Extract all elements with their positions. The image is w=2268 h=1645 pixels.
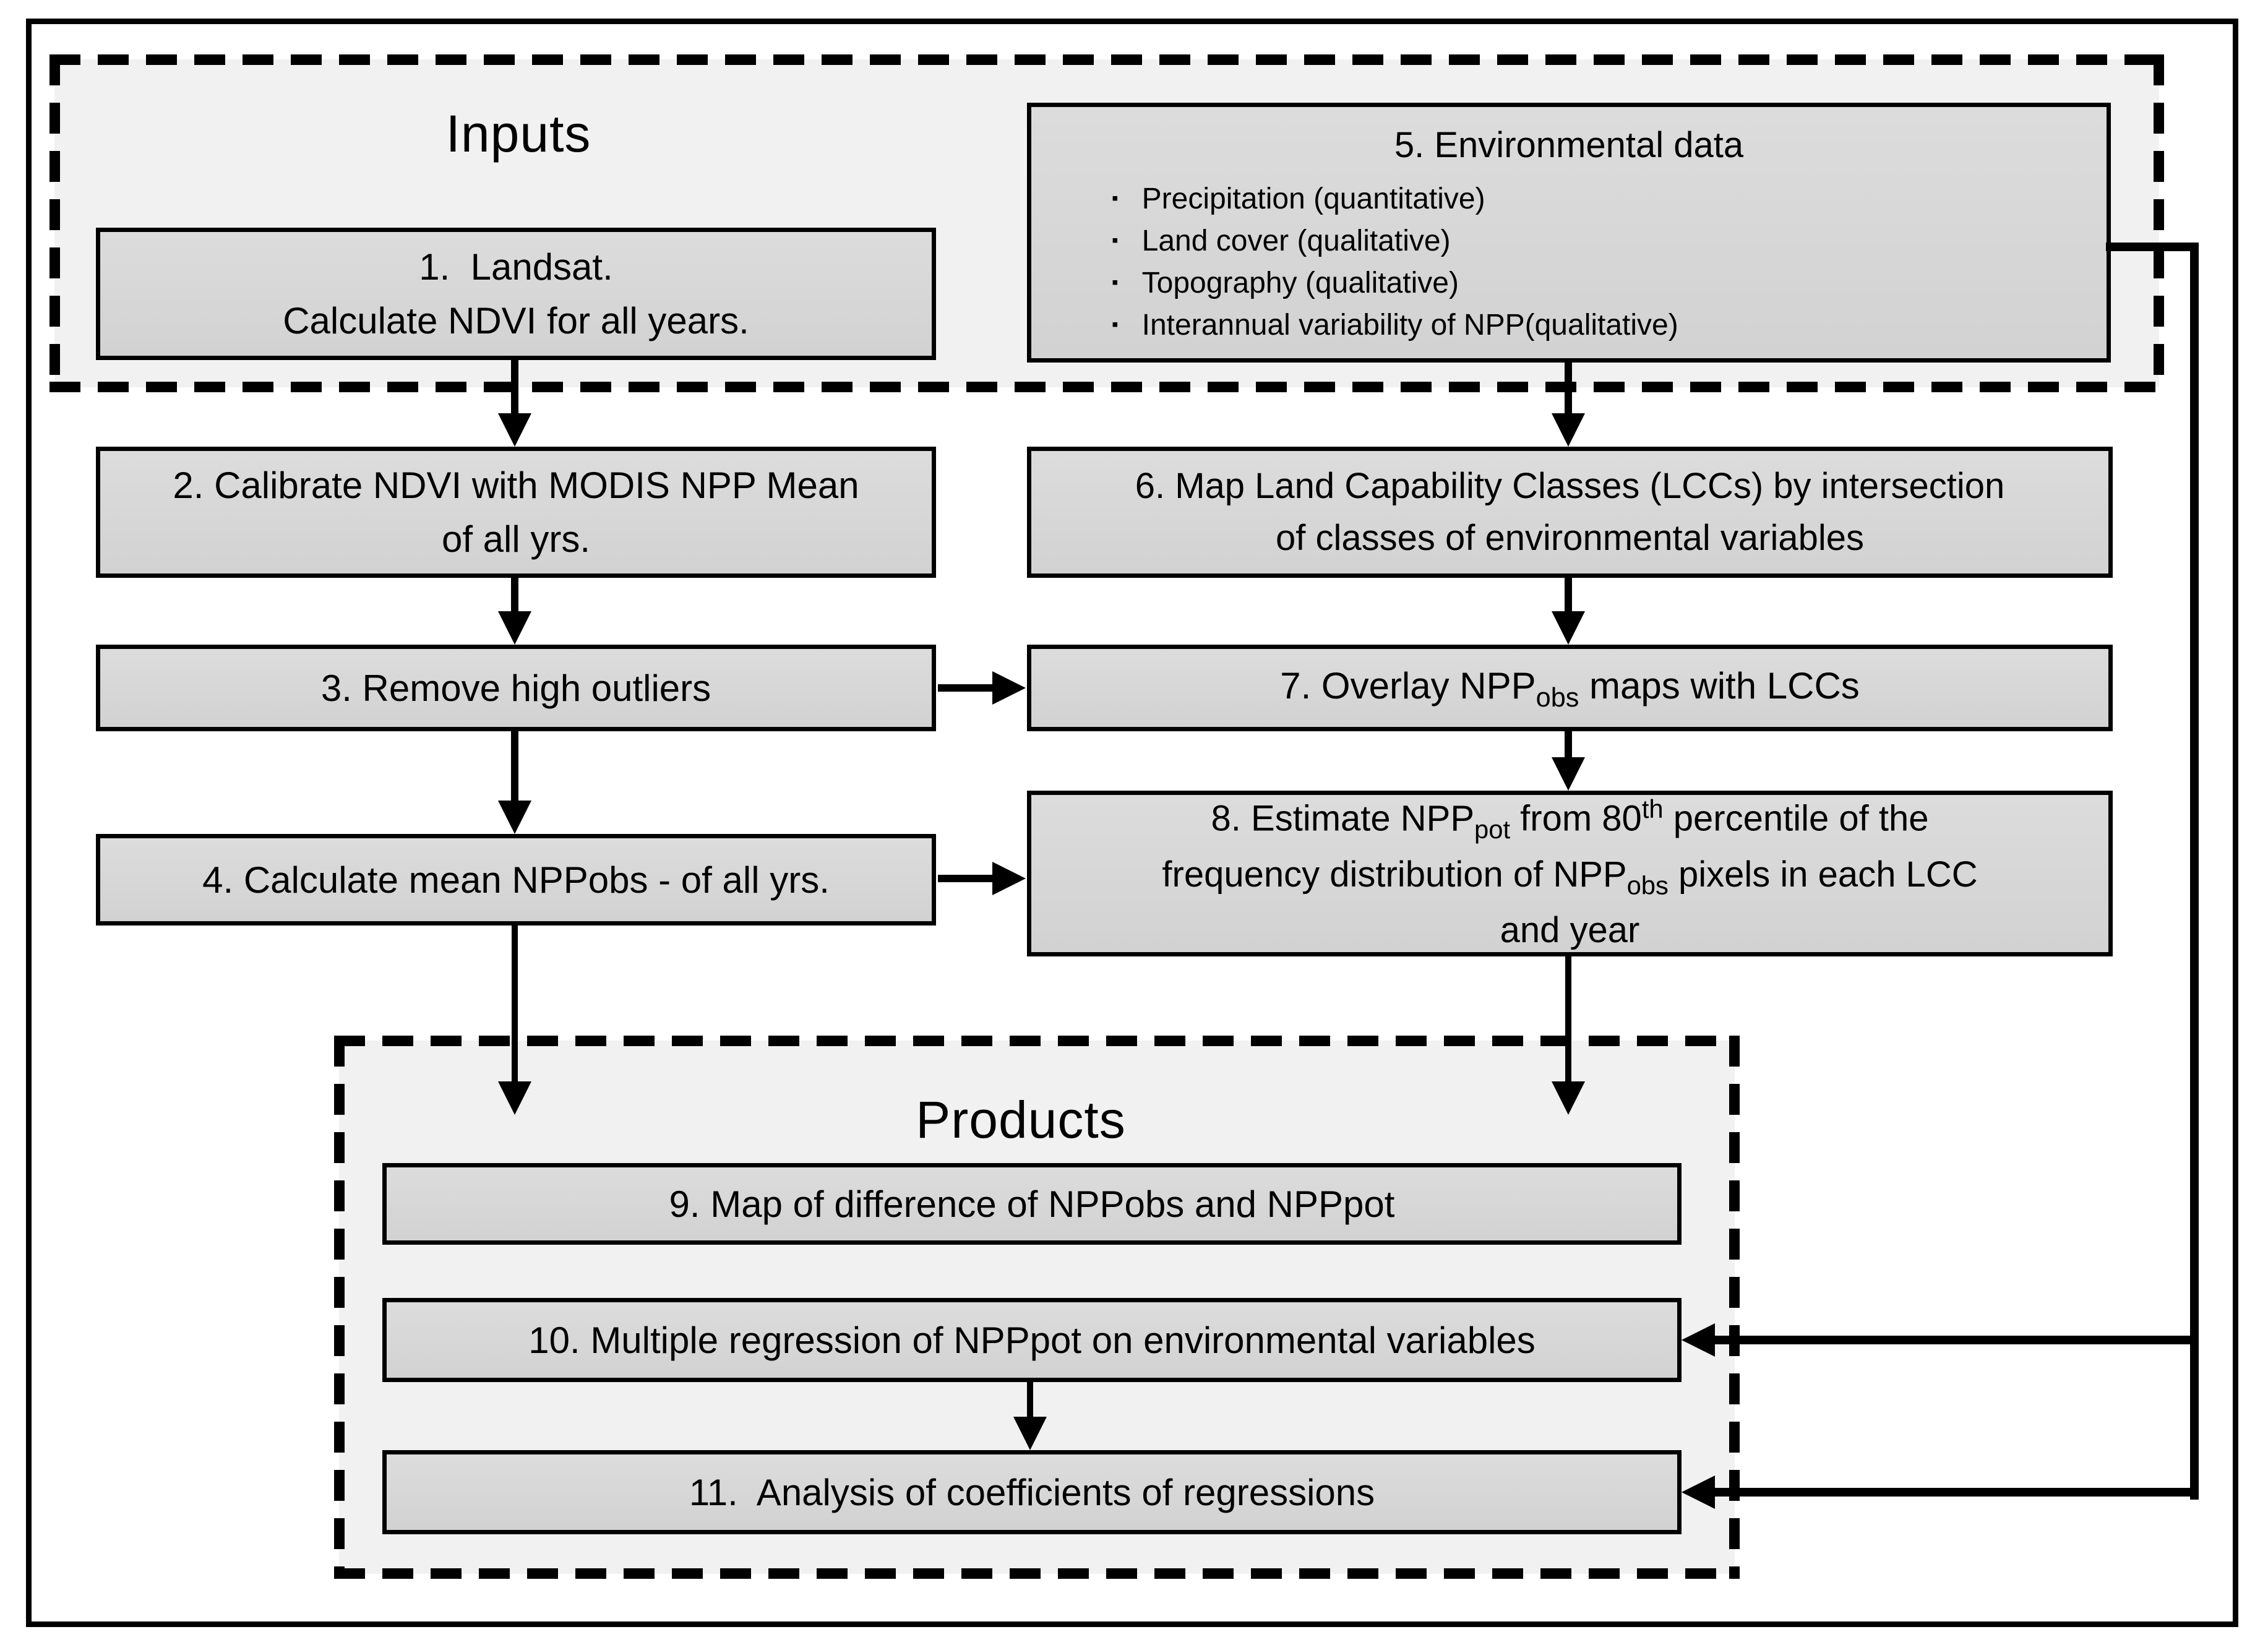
box-11-analysis-coefficients: 11. Analysis of coefficients of regressi… bbox=[382, 1450, 1682, 1534]
connector-5-horizontal bbox=[2106, 243, 2199, 251]
arrow-6-to-7 bbox=[1565, 577, 1572, 614]
arrow-4-to-8 bbox=[938, 875, 995, 882]
box-5-title: 5. Environmental data bbox=[1394, 125, 1744, 165]
square-bullet-icon: ▪ bbox=[1112, 314, 1119, 335]
inputs-panel-border-right bbox=[2154, 54, 2164, 392]
arrow-5-to-6 bbox=[1565, 361, 1572, 416]
connector-to-11 bbox=[1714, 1488, 2199, 1497]
env-data-bullet-item: ▪Precipitation (quantitative) bbox=[1112, 178, 1678, 220]
connector-to-10-head-icon bbox=[1682, 1323, 1715, 1357]
arrow-10-to-11-head-icon bbox=[1013, 1417, 1047, 1450]
env-data-bullet-item: ▪Interannual variability of NPP(qualitat… bbox=[1112, 304, 1678, 346]
inputs-panel-border-top bbox=[49, 54, 2164, 65]
box-8-estimate-npppot: 8. Estimate NPPpot from 80th percentile … bbox=[1027, 791, 2113, 956]
inputs-panel-border-bottom bbox=[49, 382, 2164, 392]
inputs-title: Inputs bbox=[445, 105, 591, 163]
arrow-4-to-8-head-icon bbox=[992, 862, 1026, 895]
arrow-8-to-products bbox=[1565, 955, 1571, 1084]
connector-to-11-head-icon bbox=[1682, 1475, 1715, 1509]
arrow-3-to-4 bbox=[511, 730, 518, 803]
box-9-map-difference: 9. Map of difference of NPPobs and NPPpo… bbox=[382, 1163, 1682, 1245]
arrow-1-to-2 bbox=[511, 358, 518, 417]
arrow-4-to-products-head-icon bbox=[498, 1081, 531, 1115]
box-3-remove-outliers: 3. Remove high outliers bbox=[96, 645, 936, 731]
products-title: Products bbox=[916, 1091, 1126, 1149]
box-10-multiple-regression: 10. Multiple regression of NPPpot on env… bbox=[382, 1298, 1682, 1382]
arrow-2-to-3-head-icon bbox=[498, 611, 531, 645]
arrow-8-to-products-head-icon bbox=[1552, 1081, 1585, 1115]
products-panel-border-right bbox=[1729, 1036, 1740, 1579]
products-panel-border-top bbox=[334, 1036, 1740, 1046]
arrow-3-to-7 bbox=[938, 684, 995, 692]
arrow-5-to-6-head-icon bbox=[1552, 413, 1585, 447]
arrow-3-to-7-head-icon bbox=[992, 671, 1026, 705]
connector-5-vertical bbox=[2190, 243, 2199, 1500]
box-7-overlay-nppobs: 7. Overlay NPPobs maps with LCCs bbox=[1027, 645, 2113, 731]
arrow-1-to-2-head-icon bbox=[498, 413, 531, 447]
square-bullet-icon: ▪ bbox=[1112, 230, 1119, 251]
arrow-2-to-3 bbox=[511, 577, 518, 614]
arrow-3-to-4-head-icon bbox=[498, 801, 531, 834]
square-bullet-icon: ▪ bbox=[1112, 188, 1119, 208]
arrow-4-to-products bbox=[512, 924, 518, 1084]
env-data-bullet-item: ▪Land cover (qualitative) bbox=[1112, 220, 1678, 262]
arrow-6-to-7-head-icon bbox=[1552, 611, 1585, 645]
env-data-bullet-item: ▪Topography (qualitative) bbox=[1112, 262, 1678, 304]
box-5-environmental-data: 5. Environmental data ▪Precipitation (qu… bbox=[1027, 103, 2111, 363]
box-6-map-lccs: 6. Map Land Capability Classes (LCCs) by… bbox=[1027, 447, 2113, 578]
box-4-calculate-mean-nppobs: 4. Calculate mean NPPobs - of all yrs. bbox=[96, 834, 936, 926]
arrow-7-to-8-head-icon bbox=[1552, 757, 1585, 791]
box-1-landsat-ndvi: 1. Landsat.Calculate NDVI for all years. bbox=[96, 228, 936, 360]
inputs-panel-border-left bbox=[49, 54, 60, 392]
arrow-10-to-11 bbox=[1027, 1381, 1033, 1419]
box-5-bullet-list: ▪Precipitation (quantitative)▪Land cover… bbox=[1112, 178, 1678, 347]
products-panel-border-left bbox=[334, 1036, 345, 1579]
connector-to-10 bbox=[1714, 1336, 2199, 1344]
products-panel-border-bottom bbox=[334, 1568, 1740, 1579]
arrow-7-to-8 bbox=[1565, 730, 1572, 760]
square-bullet-icon: ▪ bbox=[1112, 272, 1119, 293]
